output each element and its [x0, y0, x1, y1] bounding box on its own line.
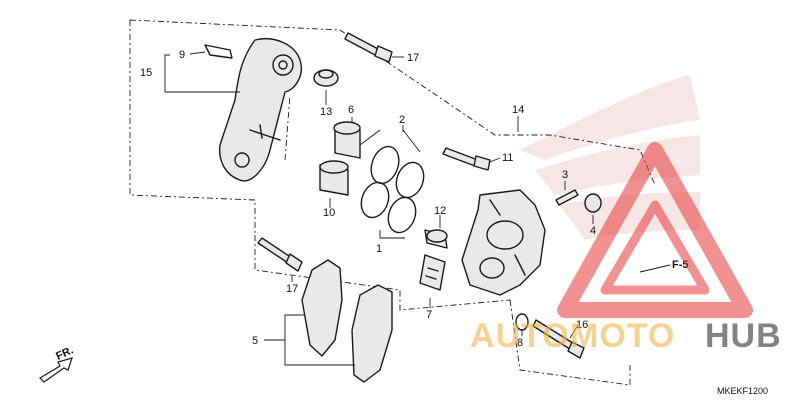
- watermark-moto: MOTO: [570, 317, 675, 355]
- label-part-2: 2: [399, 114, 405, 126]
- label-part-4: 4: [590, 225, 596, 237]
- boot-13: [313, 69, 339, 87]
- part-12: [424, 229, 448, 249]
- spring-7: [419, 254, 446, 291]
- seals: [360, 145, 425, 234]
- leader-lines: [164, 51, 671, 366]
- label-part-1: 1: [376, 243, 382, 255]
- caliper-bracket: [204, 38, 302, 182]
- label-part-11: 11: [502, 152, 513, 164]
- label-part-3: 3: [562, 169, 568, 181]
- label-part-8: 8: [517, 337, 523, 349]
- piston-10: [319, 160, 349, 196]
- label-part-13: 13: [320, 106, 332, 118]
- label-part-16: 16: [576, 319, 588, 331]
- cap-4: [584, 193, 602, 213]
- label-part-7: 7: [426, 309, 432, 321]
- label-part-17-bottom: 17: [286, 283, 298, 295]
- watermark-text: AUTO MOTO HUB: [470, 317, 782, 355]
- label-part-10: 10: [323, 207, 335, 219]
- label-part-14: 14: [512, 104, 524, 116]
- watermark-logo: [557, 142, 753, 318]
- diagram-code: MKEKF1200: [717, 386, 768, 396]
- label-part-6: 6: [348, 104, 354, 116]
- label-part-5: 5: [252, 335, 258, 347]
- part-labels: 9 15 17 13 6 2 14 11 3 10 12 4 1 17 7 5 …: [54, 49, 768, 396]
- watermark-auto: AUTO: [470, 317, 570, 355]
- label-part-15: 15: [140, 67, 152, 79]
- pin-11: [442, 147, 491, 171]
- bolt-17-bottom: [257, 237, 303, 272]
- direction-label: FR.: [54, 344, 75, 362]
- label-part-9: 9: [179, 49, 185, 61]
- piston-6: [333, 121, 361, 159]
- label-part-17-top: 17: [407, 52, 419, 64]
- bolt-17-top: [344, 32, 393, 63]
- boundary-lines: [129, 19, 656, 386]
- caliper-body: [461, 189, 546, 296]
- brake-pads: [301, 259, 393, 383]
- bleeder-3: [555, 189, 579, 206]
- watermark-hub: HUB: [705, 317, 782, 355]
- label-part-12: 12: [434, 205, 446, 217]
- front-direction-arrow: [39, 357, 73, 383]
- pin-16: [532, 319, 585, 359]
